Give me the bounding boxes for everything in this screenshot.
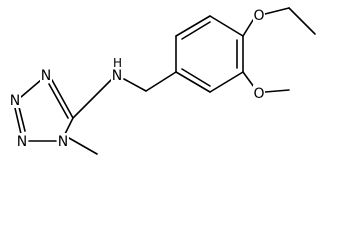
atom-n-tetrazole-3: N — [17, 134, 27, 150]
bond-layer — [14, 7, 316, 155]
bond-o-ch2-ethoxy — [264, 7, 290, 15]
bond-ring-o-ethoxy — [242, 19, 254, 37]
atom-n-tetrazole-4: N — [58, 134, 68, 150]
bond-nh-ch2 — [123, 78, 147, 92]
bond-c5-n1-inner — [48, 83, 69, 119]
bond-n1-n2 — [20, 79, 42, 98]
atom-n-amine: N — [112, 68, 122, 84]
molecule-structure-diagram: N N N N N H O O — [9, 7, 316, 155]
atom-o-ethoxy: O — [253, 8, 264, 24]
bond-ring-5 — [209, 71, 244, 93]
atom-h-amine: H — [113, 56, 122, 70]
bond-ring-6-inner — [181, 68, 211, 87]
bond-ch2-ch3-ethoxy — [288, 7, 316, 35]
bond-n2-n3 — [14, 107, 22, 135]
bond-n2-n3-inner — [18, 106, 26, 132]
bond-ring-2 — [175, 15, 211, 37]
bond-o-ch3-methoxy — [264, 89, 290, 93]
bond-ring-o-methoxy — [242, 71, 255, 88]
bond-c5-n1 — [51, 79, 74, 119]
bond-n4-methyl — [68, 137, 98, 155]
bond-ring-6 — [175, 71, 211, 93]
atom-label-layer: N N N N N H O O — [9, 7, 265, 150]
bond-c5-nh — [72, 79, 112, 119]
bond-ring-3 — [209, 15, 244, 37]
bond-ch2-ring — [145, 71, 177, 92]
bond-ring-2-inner — [181, 21, 211, 40]
atom-o-methoxy: O — [253, 86, 264, 102]
atom-n-tetrazole-2: N — [10, 93, 20, 109]
atom-n-tetrazole-1: N — [41, 68, 51, 84]
